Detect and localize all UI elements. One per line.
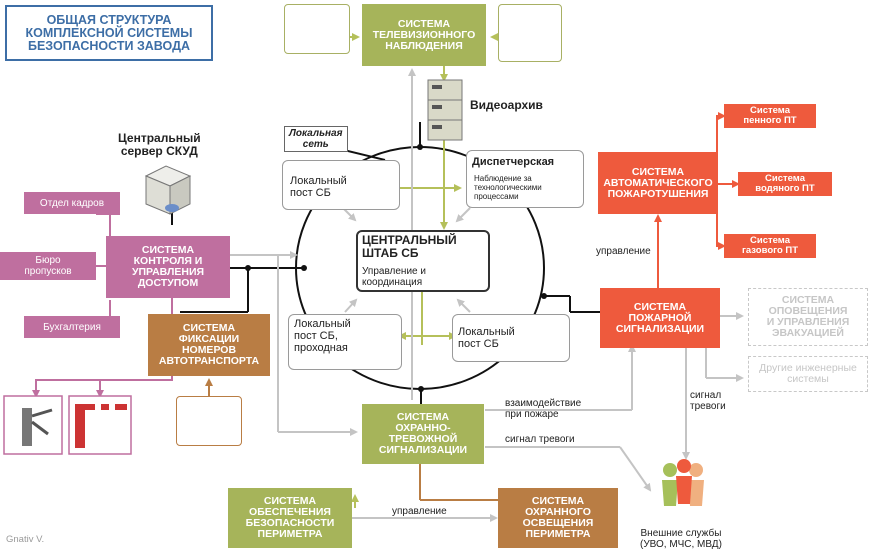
local-post-1-label: Локальный пост СБ (290, 175, 347, 199)
foam-system[interactable]: Система пенного ПТ (724, 104, 816, 128)
external-services-icon (662, 459, 704, 506)
video-archive-server-icon (427, 79, 463, 141)
evacuation-system[interactable]: СИСТЕМА ОПОВЕЩЕНИЯ И УПРАВЛЕНИЯ ЭВАКУАЦИ… (748, 288, 868, 346)
pass-office[interactable]: Бюро пропусков (0, 252, 96, 280)
fire-arrows (654, 112, 740, 288)
author-credit: Gnativ V. (6, 534, 45, 545)
skud-system[interactable]: СИСТЕМА КОНТРОЛЯ И УПРАВЛЕНИЯ ДОСТУПОМ (106, 236, 230, 298)
local-post-gate[interactable] (288, 314, 402, 370)
gas-system[interactable]: Система газового ПТ (724, 234, 816, 258)
control-fire-label: управление (596, 246, 651, 257)
central-hq[interactable] (356, 230, 490, 292)
central-hq-desc: Управление и координация (362, 266, 426, 288)
alarm-signal-label-1: сигнал тревоги (505, 434, 575, 445)
hr-department[interactable]: Отдел кадров (24, 192, 120, 214)
auto-fire-system[interactable]: СИСТЕМА АВТОМАТИЧЕСКОГО ПОЖАРОТУШЕНИЯ (598, 152, 718, 214)
network-nodes (245, 144, 547, 392)
fire-alarm-system[interactable]: СИСТЕМА ПОЖАРНОЙ СИГНАЛИЗАЦИИ (600, 288, 720, 348)
video-archive-label: Видеоархив (470, 98, 543, 112)
camera-frame-3 (176, 396, 242, 446)
dispatch-title: Диспетчерская (472, 156, 555, 168)
local-post-1[interactable] (282, 160, 400, 210)
cctv-system[interactable]: СИСТЕМА ТЕЛЕВИЗИОННОГО НАБЛЮДЕНИЯ (362, 4, 486, 66)
fire-interaction-label: взаимодействие при пожаре (505, 398, 582, 420)
dispatch-desc: Наблюдение за технологическими процессам… (474, 174, 542, 201)
anpr-system[interactable]: СИСТЕМА ФИКСАЦИИ НОМЕРОВ АВТОТРАНСПОРТА (148, 314, 270, 376)
control-perimeter-label: управление (392, 506, 447, 517)
central-hq-title: ЦЕНТРАЛЬНЫЙ ШТАБ СБ (362, 233, 457, 260)
skud-server-label: Центральный сервер СКУД (118, 131, 201, 158)
barrier-icon (68, 395, 132, 455)
local-post-gate-label: Локальный пост СБ, проходная (294, 318, 351, 354)
accounting[interactable]: Бухгалтерия (24, 316, 120, 338)
local-post-2-label: Локальный пост СБ (458, 326, 515, 350)
alarm-signal-label-2: сигнал тревоги (690, 390, 726, 412)
perimeter-system[interactable]: СИСТЕМА ОБЕСПЕЧЕНИЯ БЕЗОПАСНОСТИ ПЕРИМЕТ… (228, 488, 352, 548)
dispatch-room[interactable] (466, 150, 584, 208)
camera-frame-1 (284, 4, 350, 54)
other-engineering-systems[interactable]: Другие инженерные системы (748, 356, 868, 392)
lighting-system[interactable]: СИСТЕМА ОХРАННОГО ОСВЕЩЕНИЯ ПЕРИМЕТРА (498, 488, 618, 548)
turnstile-icon (3, 395, 63, 455)
local-post-2[interactable] (452, 314, 570, 362)
camera-frame-2 (498, 4, 562, 62)
external-services-label: Внешние службы (УВО, МЧС, МВД) (640, 528, 722, 550)
skud-server-icon (144, 165, 192, 215)
diagram-title-frame: ОБЩАЯ СТРУКТУРА КОМПЛЕКСНОЙ СИСТЕМЫ БЕЗО… (5, 5, 213, 61)
intrusion-alarm-system[interactable]: СИСТЕМА ОХРАННО- ТРЕВОЖНОЙ СИГНАЛИЗАЦИИ (362, 404, 484, 464)
water-system[interactable]: Система водяного ПТ (738, 172, 832, 196)
diagram-title: ОБЩАЯ СТРУКТУРА КОМПЛЕКСНОЙ СИСТЕМЫ БЕЗО… (25, 12, 193, 53)
local-network-label: Локальная сеть (284, 126, 348, 152)
